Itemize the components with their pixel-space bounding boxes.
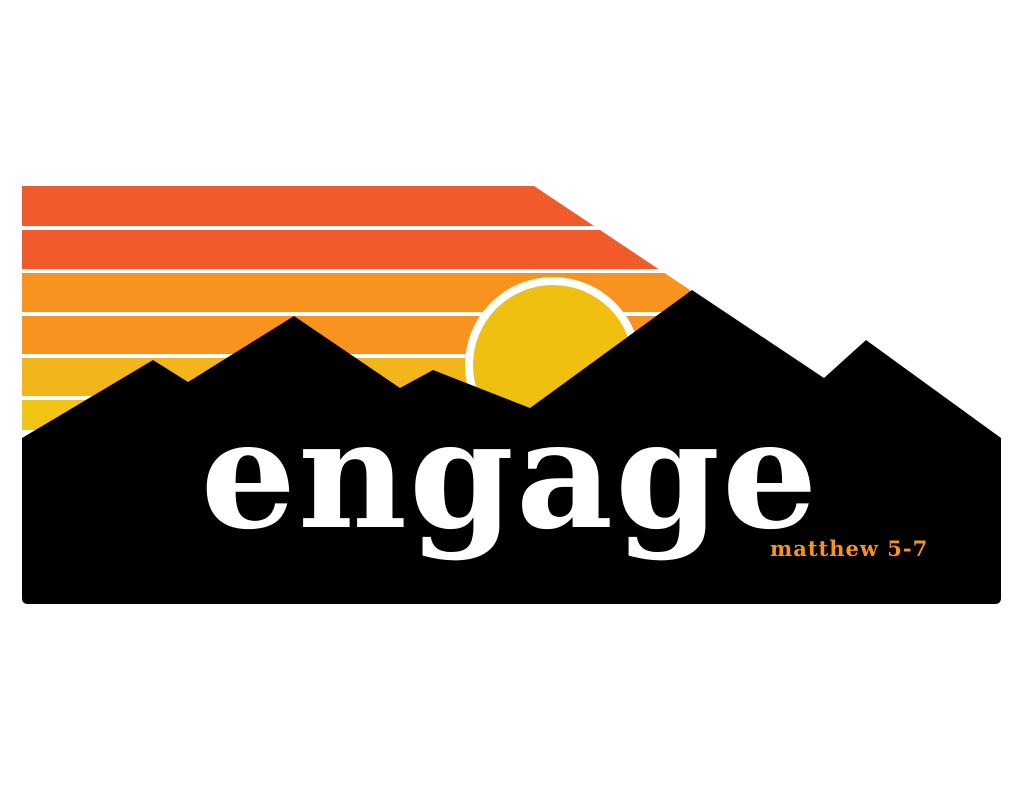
logo-subtitle: matthew 5-7 — [770, 536, 929, 561]
mountain-range-icon — [22, 290, 1001, 604]
stripe-1 — [22, 186, 690, 226]
logo-title: engage — [200, 387, 820, 563]
stripe-2 — [22, 230, 690, 269]
